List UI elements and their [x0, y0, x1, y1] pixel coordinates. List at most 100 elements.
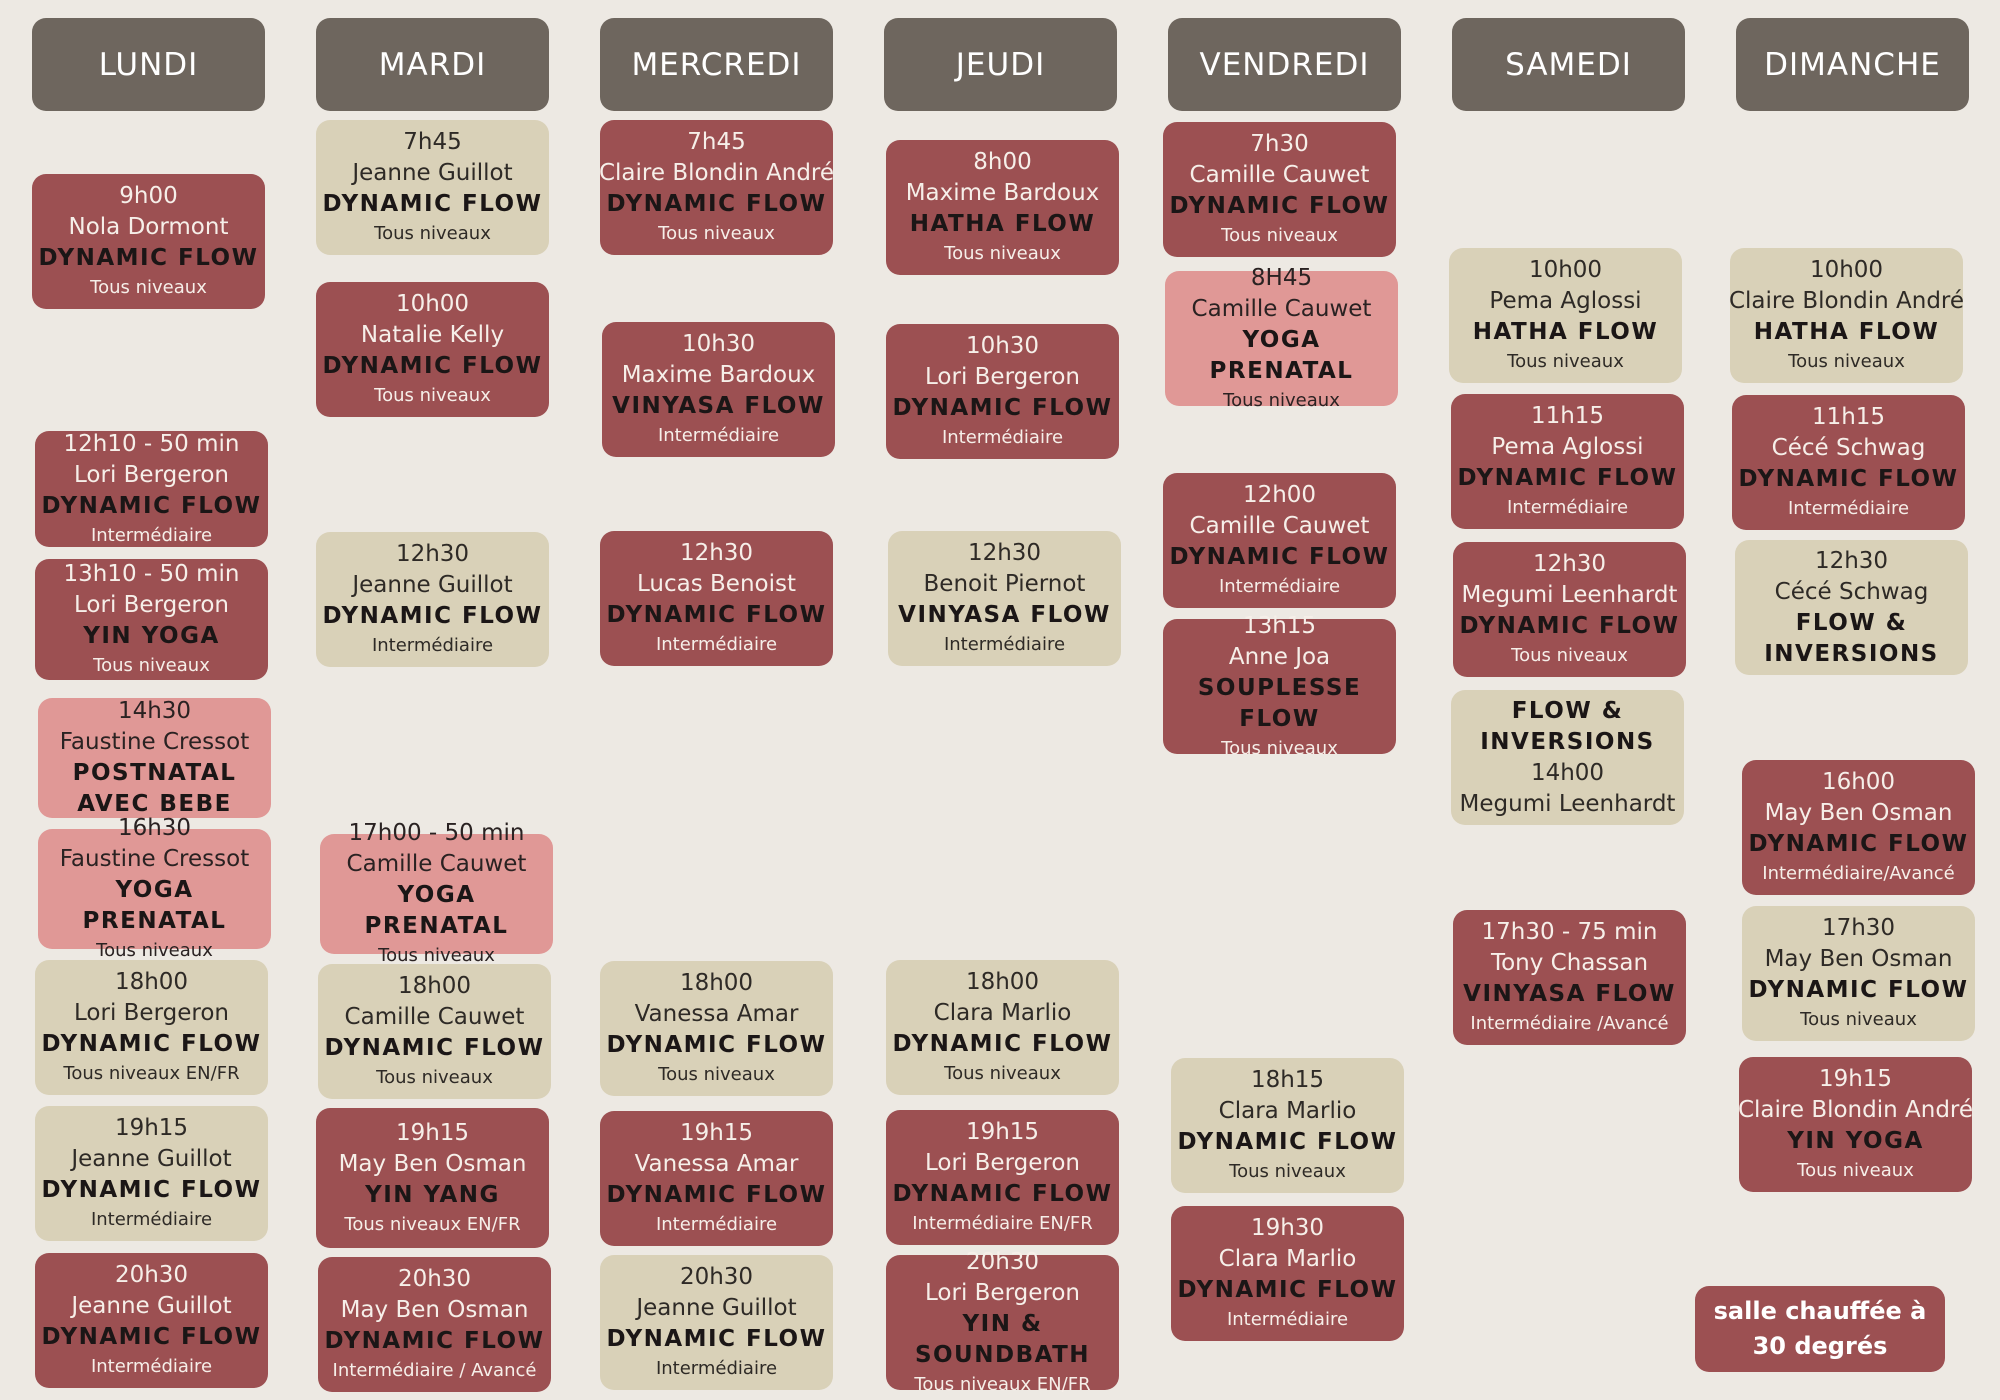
class-name: YIN & SOUNDBATH	[914, 1310, 1091, 1368]
class-info: 16h00	[1821, 769, 1896, 795]
class-name: INVERSIONS	[1480, 728, 1655, 755]
class-info: 10h30	[965, 333, 1040, 359]
class-level: Tous niveaux	[1507, 351, 1624, 372]
class-name: INVERSIONS	[1764, 640, 1939, 667]
class-info: Claire Blondin André	[1737, 1097, 1974, 1123]
class-name: VINYASA FLOW	[1463, 981, 1676, 1007]
class-info: 18h00	[965, 969, 1040, 995]
class-level: Tous niveaux	[374, 223, 491, 244]
class-info: 20h30	[965, 1248, 1040, 1275]
class-name: DYNAMIC FLOW	[892, 1181, 1113, 1207]
class-info: 18h00	[397, 973, 472, 999]
class-name: DYNAMIC FLOW	[1748, 977, 1969, 1003]
class-info: 10h00	[395, 291, 470, 317]
class-info: Megumi Leenhardt	[1459, 790, 1676, 817]
class-info: Camille Cauwet	[1191, 295, 1372, 322]
class-info: Vanessa Amar	[634, 1001, 799, 1027]
class-info: Lori Bergeron	[925, 1279, 1080, 1306]
class-info: Tony Chassan	[1490, 950, 1649, 976]
class-name: DYNAMIC FLOW	[1748, 831, 1969, 857]
class-info: 13h10 - 50 min	[63, 561, 240, 587]
class-level: Intermédiaire /Avancé	[1470, 1013, 1669, 1034]
class-level: Tous niveaux	[1223, 389, 1340, 411]
class-info: 12h30	[1532, 551, 1607, 577]
class-info: 19h15	[1818, 1066, 1893, 1092]
class-info: 8H45	[1250, 264, 1313, 291]
class-info: Lori Bergeron	[925, 1150, 1080, 1176]
class-name: DYNAMIC FLOW	[606, 1182, 827, 1208]
class-level: Tous niveaux	[658, 1064, 775, 1085]
class-name: POSTNATAL	[72, 760, 237, 786]
class-name: DYNAMIC FLOW	[324, 1328, 545, 1354]
class-name: HATHA FLOW	[1753, 319, 1940, 345]
class-info: Jeanne Guillot	[71, 1293, 232, 1319]
class-info: May Ben Osman	[1764, 800, 1953, 826]
class-level: Intermédiaire	[655, 1358, 778, 1379]
class-info: Megumi Leenhardt	[1461, 582, 1678, 608]
class-info: Jeanne Guillot	[636, 1295, 797, 1321]
class-name: YOGA PRENATAL	[364, 882, 509, 939]
class-info: May Ben Osman	[338, 1150, 527, 1177]
class-info: Lori Bergeron	[74, 592, 229, 618]
class-name: DYNAMIC FLOW	[38, 245, 259, 271]
class-info: Lori Bergeron	[925, 364, 1080, 390]
class-info: 18h15	[1250, 1067, 1325, 1093]
class-info: 11h15	[1530, 403, 1605, 429]
class-info: 12h30	[1814, 547, 1889, 574]
class-level: Intermédiaire	[1226, 1309, 1349, 1330]
class-info: 8h00	[973, 149, 1032, 175]
class-level: Intermédiaire	[90, 1356, 213, 1377]
class-info: May Ben Osman	[340, 1297, 529, 1323]
class-level: Intermédiaire	[1218, 576, 1341, 597]
class-level: Tous niveaux	[658, 223, 775, 244]
class-info: 12h30	[967, 540, 1042, 566]
class-level: Intermédiaire	[657, 425, 780, 446]
class-level: Tous niveaux	[1221, 225, 1338, 246]
class-name: VINYASA FLOW	[898, 602, 1111, 628]
class-info: Nola Dormont	[68, 214, 229, 240]
class-info: Pema Aglossi	[1489, 288, 1642, 314]
note-text: 30 degrés	[1752, 1332, 1888, 1360]
class-info: Faustine Cressot	[59, 729, 250, 755]
class-name: HATHA FLOW	[909, 211, 1096, 237]
class-level: Intermédiaire	[90, 1209, 213, 1230]
class-info: 7h45	[403, 129, 462, 155]
class-info: 10h00	[1528, 257, 1603, 283]
class-name: YIN YOGA	[1787, 1128, 1924, 1154]
class-info: 14h30	[117, 698, 192, 724]
class-info: Jeanne Guillot	[352, 572, 513, 598]
class-info: Maxime Bardoux	[621, 362, 816, 388]
class-info: Pema Aglossi	[1491, 434, 1644, 460]
class-level: Intermédiaire/Avancé	[1762, 863, 1955, 884]
class-level: Intermédiaire EN/FR	[912, 1213, 1093, 1234]
class-level: Intermédiaire	[1506, 497, 1629, 518]
class-info: Lucas Benoist	[637, 571, 796, 597]
class-name: DYNAMIC FLOW	[322, 353, 543, 379]
class-info: 7h45	[687, 129, 746, 155]
class-info: 17h30	[1821, 915, 1896, 941]
class-info: Camille Cauwet	[1189, 162, 1370, 188]
class-level: Tous niveaux	[1788, 351, 1905, 372]
class-info: 10h00	[1809, 257, 1884, 283]
class-info: Cécé Schwag	[1774, 578, 1929, 605]
class-level: Tous niveaux	[96, 940, 213, 961]
